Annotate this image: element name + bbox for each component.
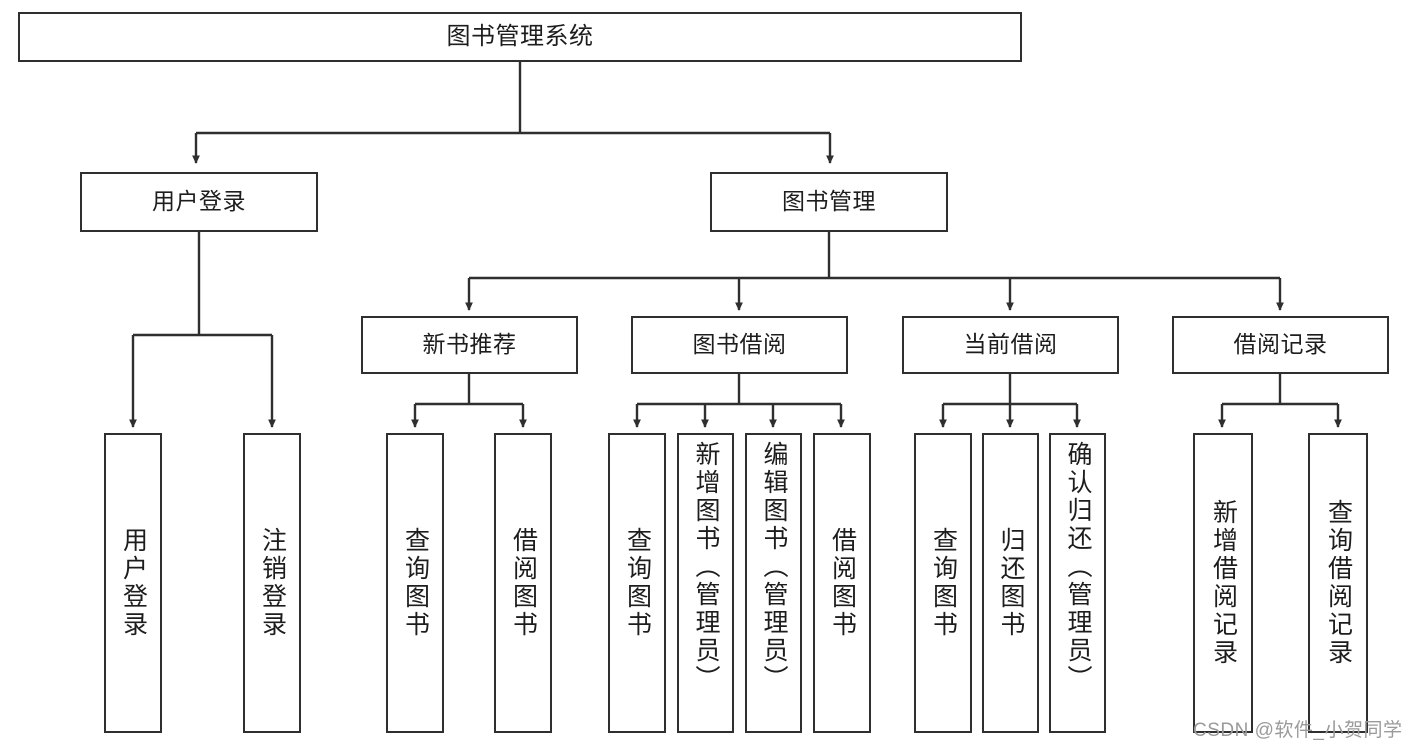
node-user-login[interactable]: 用户登录: [80, 172, 318, 232]
node-label: 图书管理: [782, 188, 876, 215]
node-label: 借阅图书: [509, 527, 538, 639]
node-label: 新增图书（管理员）: [692, 441, 720, 693]
leaf-add-book-admin[interactable]: 新增图书（管理员）: [677, 433, 734, 733]
node-label: 用户登录: [119, 527, 148, 639]
leaf-query-book-current[interactable]: 查询图书: [914, 433, 972, 733]
leaf-confirm-return-admin[interactable]: 确认归还（管理员）: [1049, 433, 1106, 733]
node-label: 借阅图书: [828, 527, 857, 639]
node-borrow-record[interactable]: 借阅记录: [1172, 316, 1389, 374]
node-label: 新增借阅记录: [1209, 499, 1238, 667]
node-book-borrow[interactable]: 图书借阅: [631, 316, 848, 374]
leaf-add-borrow-record[interactable]: 新增借阅记录: [1193, 433, 1253, 733]
leaf-query-borrow-record[interactable]: 查询借阅记录: [1308, 433, 1368, 733]
node-label: 当前借阅: [963, 331, 1058, 358]
leaf-borrow-book-recommend[interactable]: 借阅图书: [494, 433, 552, 733]
node-current-borrow[interactable]: 当前借阅: [902, 316, 1119, 374]
node-label: 图书管理系统: [446, 22, 594, 50]
node-label: 查询借阅记录: [1324, 499, 1353, 667]
csdn-watermark: CSDN @软件_小贺同学: [1193, 715, 1402, 742]
leaf-query-book-borrow[interactable]: 查询图书: [608, 433, 666, 733]
node-root-book-management-system[interactable]: 图书管理系统: [18, 12, 1022, 62]
node-label: 查询图书: [401, 527, 430, 639]
node-label: 查询图书: [929, 527, 958, 639]
node-label: 归还图书: [997, 527, 1025, 639]
leaf-borrow-book-borrow[interactable]: 借阅图书: [813, 433, 871, 733]
node-label: 编辑图书（管理员）: [760, 441, 788, 693]
node-label: 确认归还（管理员）: [1064, 441, 1092, 693]
node-new-book-recommend[interactable]: 新书推荐: [361, 316, 578, 374]
leaf-user-login[interactable]: 用户登录: [104, 433, 162, 733]
watermark-text: CSDN @软件_小贺同学: [1193, 720, 1403, 741]
leaf-edit-book-admin[interactable]: 编辑图书（管理员）: [745, 433, 802, 733]
leaf-query-book-recommend[interactable]: 查询图书: [386, 433, 444, 733]
node-book-management[interactable]: 图书管理: [710, 172, 948, 232]
node-label: 用户登录: [152, 188, 246, 215]
node-label: 查询图书: [623, 527, 652, 639]
node-label: 新书推荐: [422, 331, 517, 358]
leaf-logout-login[interactable]: 注销登录: [243, 433, 301, 733]
node-label: 注销登录: [258, 527, 287, 639]
node-label: 图书借阅: [692, 331, 787, 358]
node-label: 借阅记录: [1233, 331, 1328, 358]
leaf-return-book[interactable]: 归还图书: [982, 433, 1039, 733]
